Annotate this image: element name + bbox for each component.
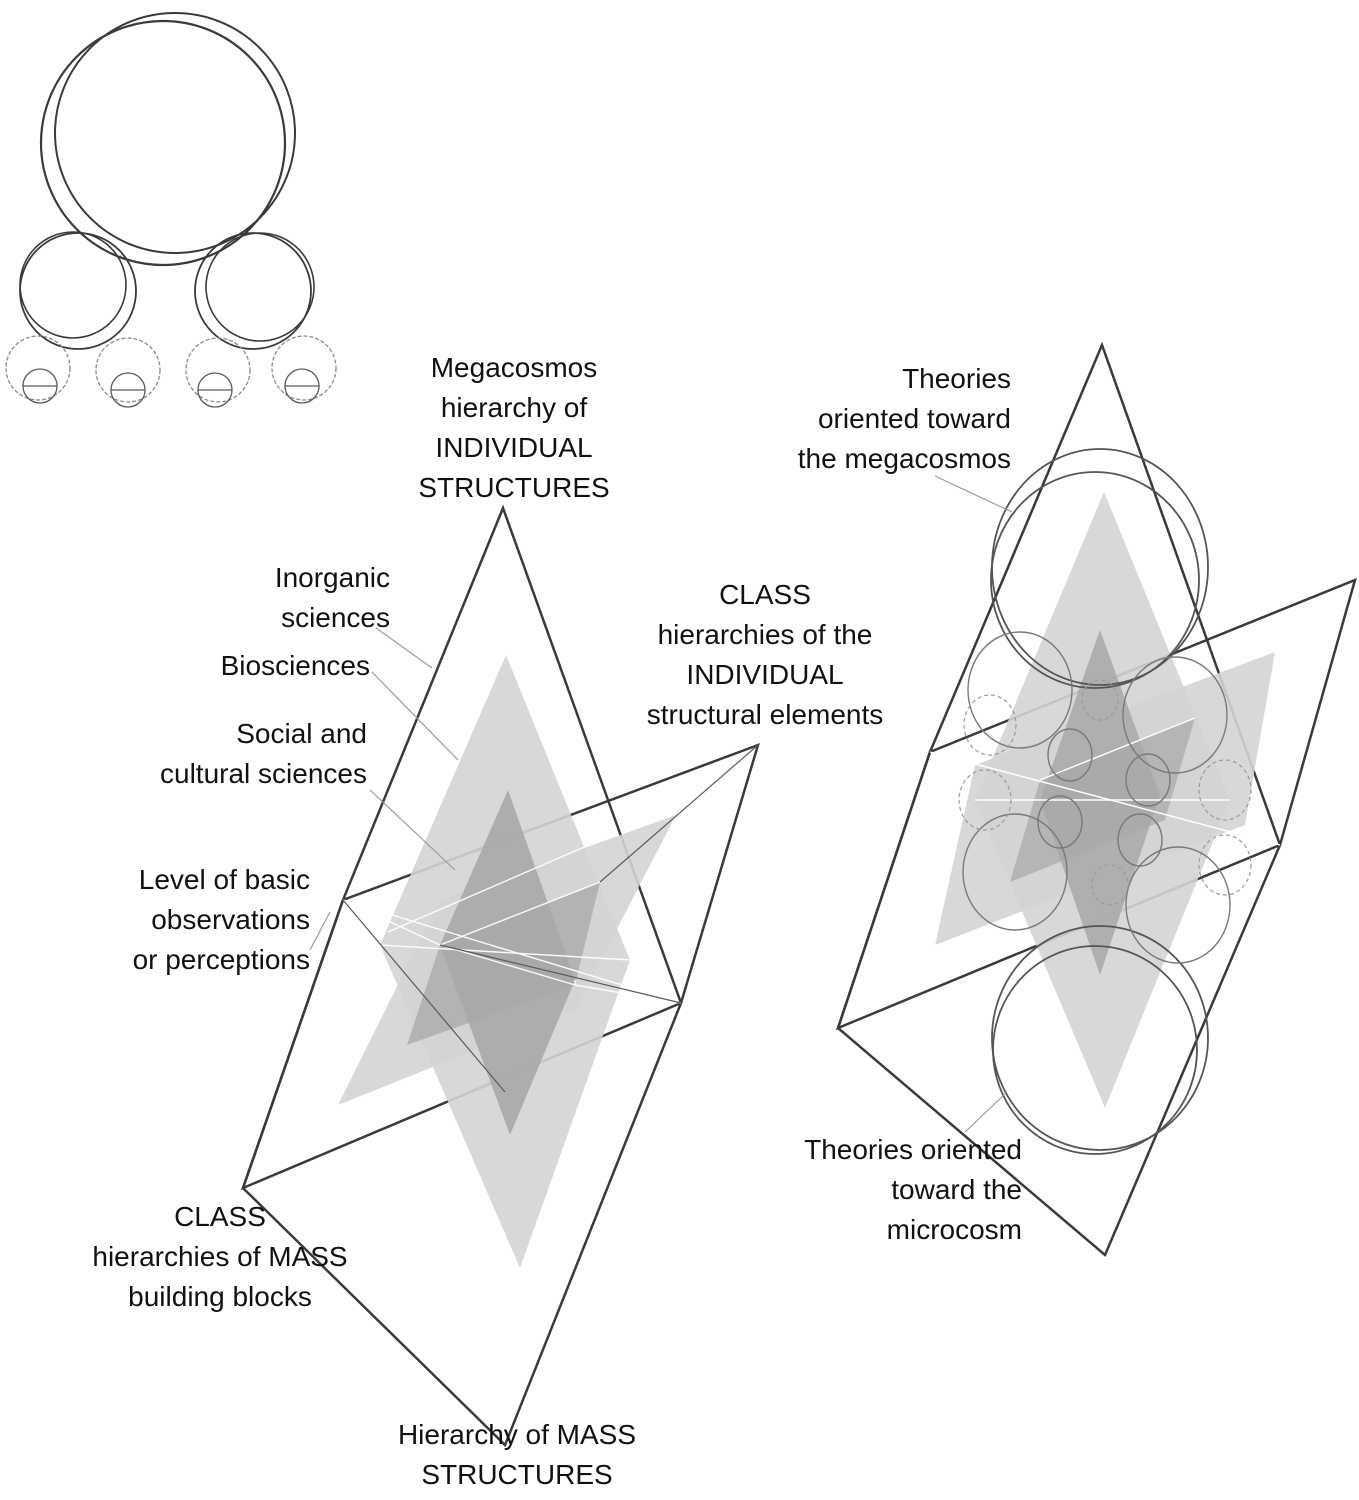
label-inorganic-sciences: Inorganic sciences [200,558,390,638]
label-line: or perceptions [132,944,310,975]
label-line: sciences [281,602,390,633]
label-line: INDIVIDUAL [435,432,593,463]
label-line: observations [151,904,310,935]
label-line: Level of basic [138,864,310,895]
label-line: Biosciences [220,650,370,681]
label-line: Megacosmos [430,352,598,383]
label-basic-observations: Level of basic observations or perceptio… [80,860,310,980]
right-diagram [835,341,1357,1258]
label-line: structural elements [646,699,884,730]
label-theories-megacosmos: Theories oriented toward the megacosmos [740,359,1011,479]
label-line: cultural sciences [160,758,367,789]
label-line: hierarchies of MASS [92,1241,348,1272]
label-line: Theories oriented [804,1134,1022,1165]
label-social-cultural-sciences: Social and cultural sciences [100,714,367,794]
label-theories-microcosm: Theories oriented toward the microcosm [740,1130,1022,1250]
label-line: Social and [236,718,367,749]
label-line: STRUCTURES [418,472,610,503]
circle-hierarchy-illustration [5,12,337,408]
label-line: STRUCTURES [421,1459,613,1490]
label-megacosmos-hierarchy: Megacosmos hierarchy of INDIVIDUAL STRUC… [394,348,634,508]
label-line: Inorganic [274,562,390,593]
label-line: INDIVIDUAL [686,659,844,690]
label-line: toward the [891,1174,1022,1205]
label-class-individual: CLASS hierarchies of the INDIVIDUAL stru… [610,575,920,735]
label-mass-structures: Hierarchy of MASS STRUCTURES [362,1415,672,1495]
label-biosciences: Biosciences [170,646,370,686]
theory-ellipses [990,448,1209,1155]
label-line: hierarchies of the [657,619,873,650]
label-line: microcosm [886,1214,1022,1245]
label-line: CLASS [719,579,811,610]
label-line: CLASS [174,1201,266,1232]
label-line: building blocks [128,1281,312,1312]
label-line: Hierarchy of MASS [397,1419,637,1450]
label-line: the megacosmos [797,443,1011,474]
label-line: oriented toward [817,403,1011,434]
left-diagram [240,504,760,1448]
label-line: Theories [902,363,1011,394]
outer-vertical-diamond [241,504,683,1448]
label-class-mass: CLASS hierarchies of MASS building block… [60,1197,380,1317]
label-line: hierarchy of [440,392,588,423]
